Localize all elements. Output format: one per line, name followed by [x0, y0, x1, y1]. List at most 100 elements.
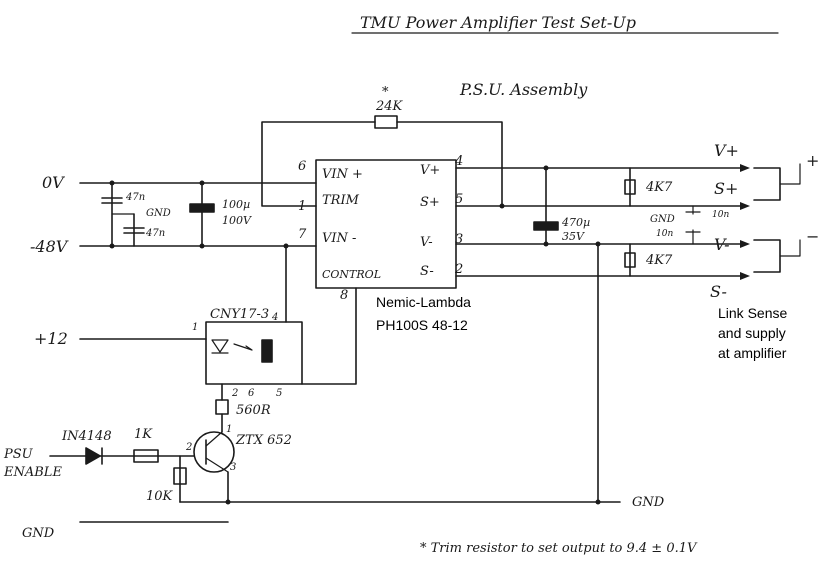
opto-led: [211, 339, 229, 353]
cap-100u-body: [189, 203, 215, 213]
junction-dot: [543, 165, 549, 171]
r-1k-label: 1K: [134, 427, 153, 442]
opto-to-control: [301, 287, 357, 385]
gnd-right-label: GND: [632, 495, 665, 510]
junction-dot: [225, 499, 231, 505]
input-plus12-label: +12: [34, 329, 68, 348]
junction-dot: [109, 243, 115, 249]
r-4k7-top-label: 4K7: [645, 180, 673, 195]
opto-pin-6: 6: [248, 388, 255, 399]
pin-label-v-plus: V+: [420, 163, 440, 178]
transistor-collector: [205, 431, 223, 447]
pin-label-s-plus: S+: [420, 195, 440, 210]
q-pin-3: 3: [230, 462, 236, 473]
cap-100u-volt: 100V: [222, 214, 252, 227]
cap-10n-bot-label: 10n: [656, 229, 673, 239]
junction-dot: [595, 241, 601, 247]
pin-num-3: 3: [455, 232, 463, 247]
cap-10n-top-label: 10n: [712, 210, 729, 220]
cap-47n-top-label: 47n: [125, 192, 145, 203]
subtitle: P.S.U. Assembly: [459, 80, 588, 99]
pin-label-vin-minus: VIN -: [322, 231, 356, 246]
input-0v-label: 0V: [42, 173, 65, 192]
opto-pin-4: 4: [271, 312, 278, 323]
opto-box: [205, 321, 303, 385]
trim-wire: [261, 121, 376, 207]
r-4k7-top: [624, 179, 636, 195]
cap-470u-body: [533, 221, 559, 231]
psu-enable-label-2: ENABLE: [3, 465, 62, 480]
out-v-plus-label: V+: [714, 141, 739, 160]
r-10k-label: 10K: [146, 489, 174, 504]
trim-wire-right: [396, 121, 503, 207]
r-560: [215, 399, 229, 415]
pin-label-trim: TRIM: [322, 193, 360, 208]
pin-num-4: 4: [454, 154, 463, 169]
note-line-3: at amplifier: [718, 345, 787, 361]
trim-resistor-label: 24K: [375, 99, 404, 114]
psu-enable-label-1: PSU: [3, 447, 34, 462]
pin-num-8: 8: [340, 288, 348, 303]
junction-dot: [543, 241, 549, 247]
pin-label-control: CONTROL: [322, 268, 381, 281]
arrow-s-minus: [740, 272, 750, 280]
pin-num-5: 5: [455, 192, 463, 207]
arrow-v-plus: [740, 164, 750, 172]
r-1k: [133, 449, 159, 463]
junction-dot: [283, 243, 289, 249]
pin-label-s-minus: S-: [420, 264, 434, 279]
input-48v-label: -48V: [30, 237, 69, 256]
opto-pin-5: 5: [276, 388, 282, 399]
link-plus-bracket: [753, 167, 781, 201]
diode-body: [85, 447, 101, 465]
out-s-plus-label: S+: [714, 179, 738, 198]
opto-pin-2: 2: [231, 388, 238, 399]
junction-dot: [109, 180, 115, 186]
link-plus-lead: [779, 163, 801, 185]
gnd-left-label: GND: [22, 526, 55, 541]
pin-num-6: 6: [298, 159, 306, 174]
note-line-2: and supply: [718, 325, 786, 341]
r-560-label: 560R: [236, 403, 271, 418]
out-v-minus-label: V-: [714, 235, 730, 254]
module-part: PH100S 48-12: [376, 317, 468, 333]
cap-100u-label: 100µ: [222, 198, 250, 211]
out-s-minus-label: S-: [710, 282, 727, 301]
arrow-s-plus: [740, 202, 750, 210]
out-gnd-label: GND: [650, 214, 675, 225]
cap-47n-bot-label: 47n: [145, 228, 165, 239]
junction-dot: [595, 499, 601, 505]
transistor-body: [193, 431, 235, 473]
trim-star: *: [382, 85, 389, 100]
module-name: Nemic-Lambda: [376, 294, 471, 310]
diode-label: IN4148: [61, 429, 112, 444]
junction-dot: [499, 203, 505, 209]
pin-num-7: 7: [298, 227, 307, 242]
link-minus-bracket: [753, 239, 781, 273]
opto-pin-1: 1: [192, 322, 198, 333]
q-pin-1: 1: [226, 424, 232, 435]
opto-label: CNY17-3: [210, 307, 269, 322]
opto-rays: [233, 343, 253, 351]
footnote: * Trim resistor to set output to 9.4 ± 0…: [420, 541, 698, 556]
transistor-label: ZTX 652: [235, 433, 292, 448]
pin-label-vin-plus: VIN +: [322, 167, 363, 182]
junction-dot: [199, 243, 205, 249]
link-minus-lead: [779, 239, 801, 257]
link-minus-sign: −: [806, 227, 819, 246]
pin-label-v-minus: V-: [420, 235, 433, 250]
arrow-v-minus: [740, 240, 750, 248]
note-line-1: Link Sense: [718, 305, 787, 321]
page-title: TMU Power Amplifier Test Set-Up: [360, 13, 636, 32]
cap-gnd-label: GND: [146, 208, 171, 219]
pin-num-2: 2: [454, 262, 463, 277]
psu-module-box: [315, 159, 457, 289]
opto-transistor: [261, 339, 273, 363]
junction-dot: [199, 180, 205, 186]
r-10k: [173, 467, 187, 485]
cap-470u-label: 470µ: [561, 216, 590, 229]
r-4k7-bot: [624, 252, 636, 268]
q-pin-2: 2: [185, 442, 192, 453]
r-4k7-bot-label: 4K7: [645, 253, 673, 268]
